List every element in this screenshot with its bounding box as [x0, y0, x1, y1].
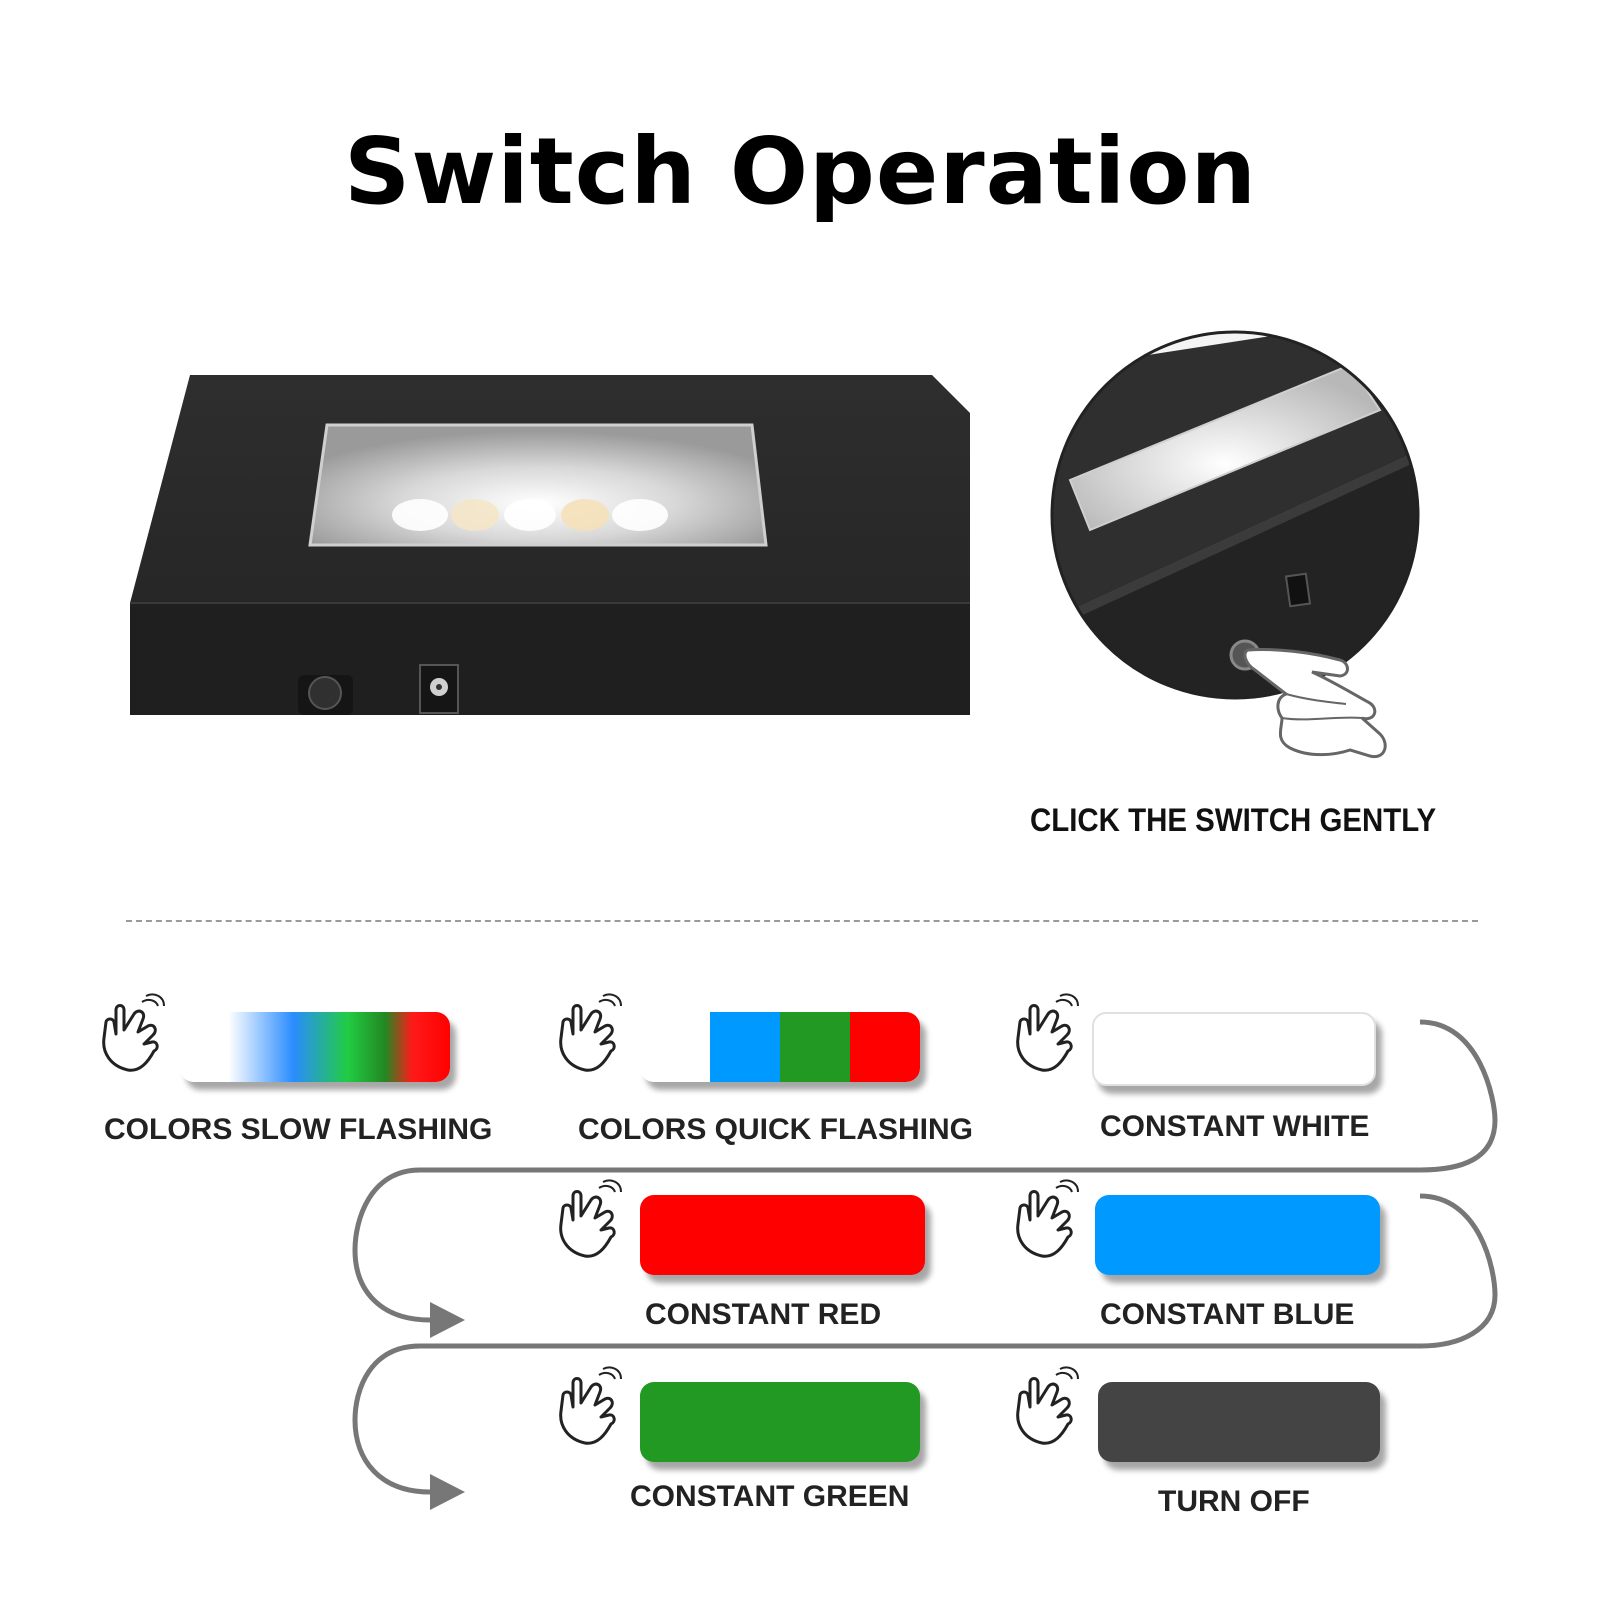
tap-hand-icon — [1016, 993, 1079, 1072]
page-title: Switch Operation — [344, 118, 1257, 225]
mode-bar-slow-flashing — [180, 1012, 450, 1082]
mode-bar-constant-green — [640, 1382, 920, 1462]
tap-hand-icon — [1016, 1179, 1079, 1258]
tap-hand-icon — [1016, 1366, 1079, 1445]
mode-bar-constant-white — [1092, 1012, 1376, 1086]
mode-label-quick-flashing: COLORS QUICK FLASHING — [578, 1113, 973, 1146]
zoom-detail-illustration — [1050, 330, 1420, 759]
mode-bar-constant-blue — [1095, 1195, 1380, 1275]
flow-arrow-icon — [352, 1019, 1498, 1510]
mode-label-constant-green: CONSTANT GREEN — [630, 1480, 910, 1513]
tap-hand-icon — [559, 1366, 622, 1445]
tap-hand-icon — [102, 993, 165, 1072]
mode-bar-constant-red — [640, 1195, 925, 1275]
mode-bar-turn-off — [1098, 1382, 1380, 1462]
tap-hand-icon — [559, 993, 622, 1072]
mode-label-constant-red: CONSTANT RED — [645, 1298, 882, 1331]
tap-hand-icon — [559, 1179, 622, 1258]
mode-label-constant-blue: CONSTANT BLUE — [1100, 1298, 1355, 1331]
section-divider — [126, 920, 1478, 922]
mode-label-turn-off: TURN OFF — [1158, 1485, 1310, 1518]
mode-label-constant-white: CONSTANT WHITE — [1100, 1110, 1370, 1143]
device-illustration — [130, 375, 970, 715]
click-switch-note: CLICK THE SWITCH GENTLY — [1030, 802, 1437, 838]
mode-label-slow-flashing: COLORS SLOW FLASHING — [104, 1113, 493, 1146]
mode-bar-quick-flashing — [640, 1012, 920, 1082]
